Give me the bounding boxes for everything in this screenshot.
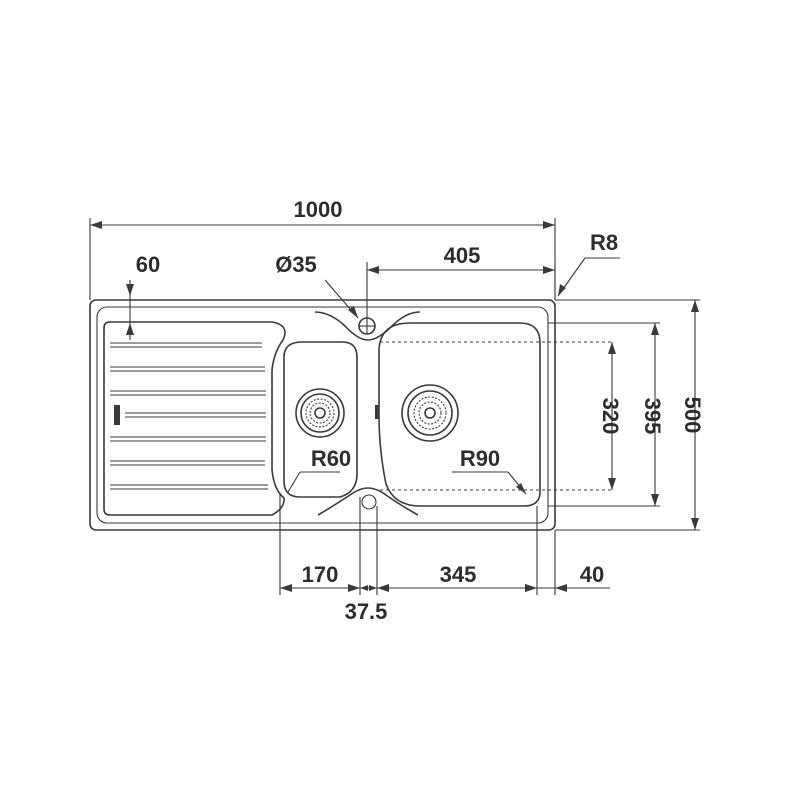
large-bowl-width-label: 345 — [440, 562, 477, 587]
dimension-tap-hole: Ø35 — [275, 252, 359, 319]
small-bowl-outline — [283, 341, 358, 498]
dimension-large-bowl-width: 345 — [377, 562, 537, 592]
reference-lines — [380, 299, 700, 531]
small-bowl-drain-icon — [295, 388, 345, 438]
tap-hole-label: Ø35 — [275, 252, 317, 277]
dimension-bottom-extensions — [279, 495, 556, 595]
dimension-small-bowl-radius: R60 — [287, 446, 351, 493]
divider-width-label: 37.5 — [345, 599, 388, 624]
small-bowl-radius-label: R60 — [311, 446, 351, 471]
dimension-divider-width: 37.5 — [345, 585, 388, 624]
overall-width-label: 1000 — [294, 197, 343, 222]
tap-to-edge-label: 405 — [444, 243, 481, 268]
tap-hole-area — [314, 311, 421, 516]
sink-inner-edge — [96, 306, 549, 524]
large-bowl — [375, 322, 541, 507]
small-bowl — [283, 341, 358, 498]
tap-deck-top — [314, 311, 421, 341]
small-bowl-width-label: 170 — [302, 562, 339, 587]
dimension-overall-depth: 500 — [680, 300, 705, 530]
dimension-tap-to-edge: 405 — [366, 243, 556, 318]
overflow-slot — [114, 405, 120, 425]
inner-depth-label: 395 — [640, 398, 665, 435]
sink-outline — [89, 299, 556, 531]
dimension-drainer-offset: 60 — [126, 252, 160, 340]
dimension-right-margin: 40 — [525, 562, 610, 592]
drainer-board — [103, 321, 286, 516]
dimension-inner-depth: 395 — [640, 323, 665, 506]
sink-outer-edge — [89, 299, 556, 531]
dimension-overall-width: 1000 — [89, 197, 556, 300]
drainer-grooves — [110, 342, 268, 490]
right-margin-label: 40 — [580, 562, 604, 587]
overall-depth-label: 500 — [680, 397, 705, 434]
overflow-mark — [375, 405, 379, 419]
dimension-small-bowl-width: 170 — [280, 562, 360, 592]
drainer-outline — [103, 321, 286, 516]
corner-radius-label: R8 — [590, 230, 618, 255]
dimension-bowl-depth: 320 — [598, 342, 623, 490]
large-bowl-outline — [378, 322, 541, 507]
large-bowl-radius-label: R90 — [460, 446, 500, 471]
dimension-large-bowl-radius: R90 — [452, 446, 527, 495]
tap-deck-bottom — [317, 487, 419, 516]
rear-hole-icon — [361, 494, 377, 510]
large-bowl-drain-icon — [401, 384, 459, 442]
drainer-offset-label: 60 — [136, 252, 160, 277]
bowl-depth-label: 320 — [598, 398, 623, 435]
dimension-corner-radius: R8 — [557, 230, 620, 297]
